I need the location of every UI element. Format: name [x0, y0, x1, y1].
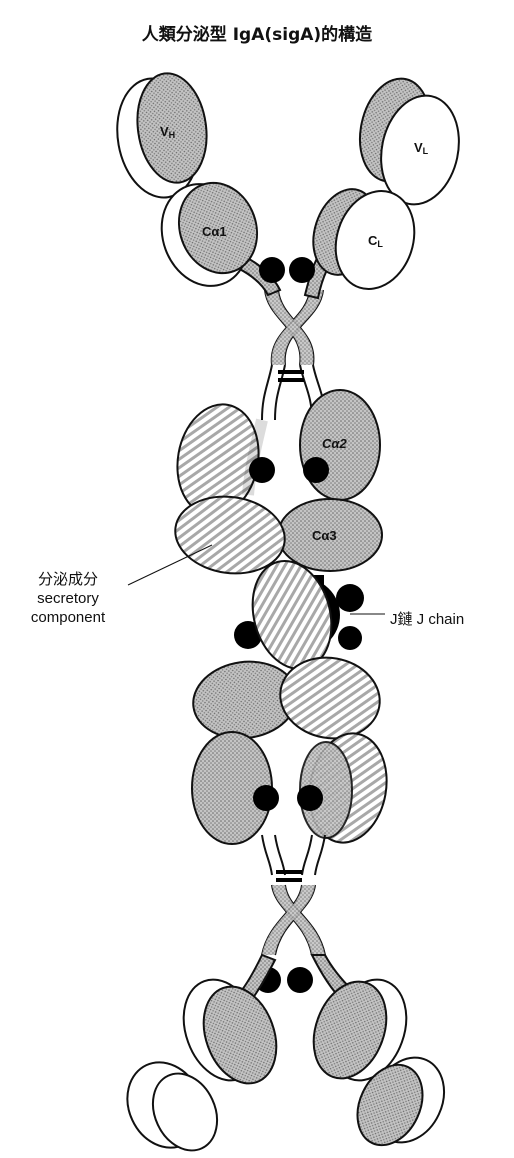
- label-ca2: Cα2: [322, 436, 347, 451]
- secretory-label-en1: secretory: [8, 589, 128, 608]
- lower-monomer: [114, 650, 458, 1158]
- lower-ca2-glycan-left: [253, 785, 279, 811]
- upper-ca2-glycan-right: [303, 457, 329, 483]
- secretory-component-label: 分泌成分 secretory component: [8, 570, 128, 627]
- upper-ca2-glycan-left: [249, 457, 275, 483]
- lower-disulfide-bonds: [276, 870, 302, 882]
- label-ca1: Cα1: [202, 224, 227, 239]
- upper-hinge-fill: [265, 290, 323, 365]
- secretory-label-en2: component: [8, 608, 128, 627]
- secretory-label-cn: 分泌成分: [8, 570, 128, 589]
- upper-glycan-left: [259, 257, 285, 283]
- lower-ca2-glycan-right: [297, 785, 323, 811]
- lower-glycan-right: [287, 967, 313, 993]
- j-chain-label: J鏈 J chain: [390, 608, 464, 629]
- upper-glycan-right: [289, 257, 315, 283]
- label-ca3: Cα3: [312, 528, 337, 543]
